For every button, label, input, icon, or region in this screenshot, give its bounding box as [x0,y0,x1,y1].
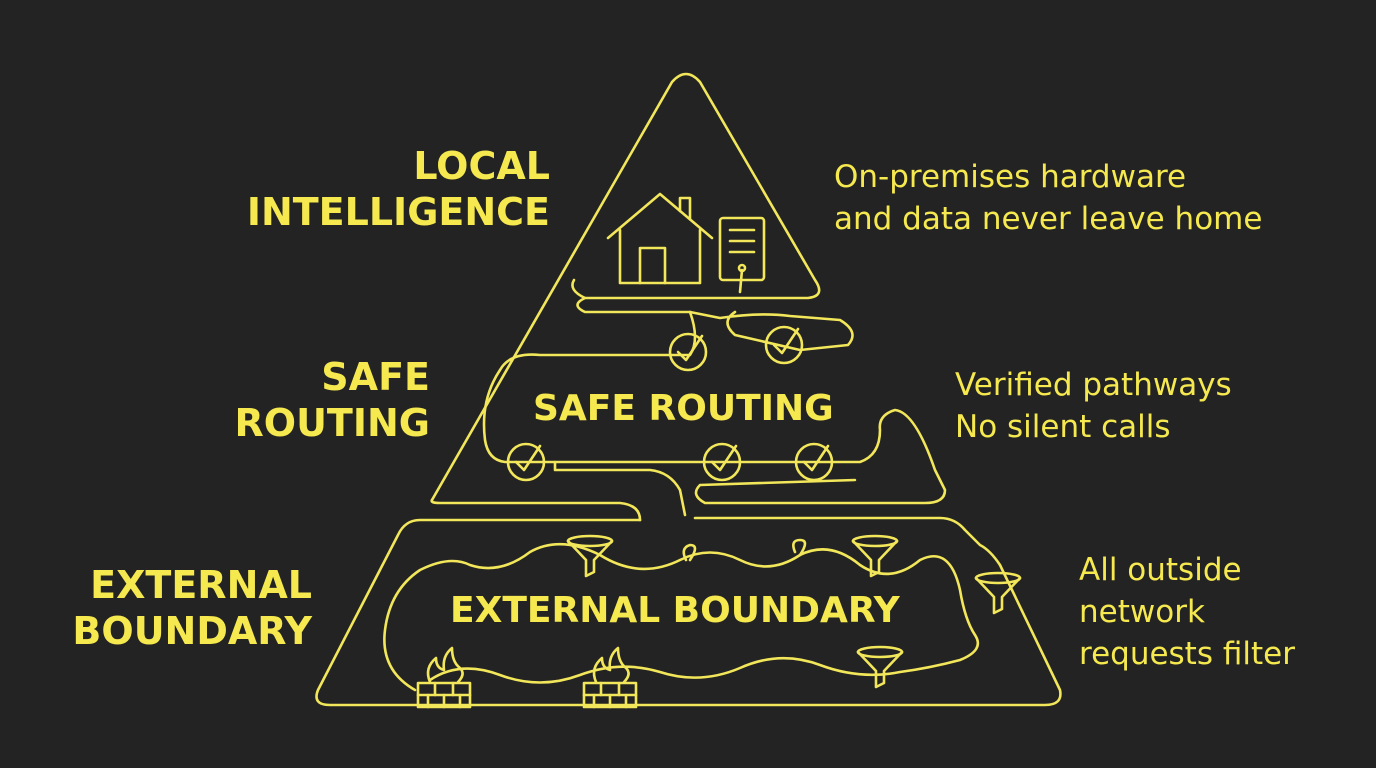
description-line: All outside [1079,552,1242,588]
tier-description-safe-routing: Verified pathways No silent calls [955,364,1232,448]
description-line: requests filter [1079,636,1295,672]
tier-label-local-intelligence: LOCAL INTELLIGENCE [247,143,550,235]
tier-description-external-boundary: All outside network requests filter [1079,549,1295,675]
checkmark-icon [668,332,708,372]
description-line: On-premises hardware [834,159,1187,195]
inner-label-safe-routing: SAFE ROUTING [533,388,834,429]
funnel-filter-icon [566,534,614,578]
pyramid-middle-left [430,498,642,522]
description-line: and data never leave home [834,201,1263,237]
checkmark-icon [794,442,834,482]
checkmark-icon [702,442,742,482]
tier-label-safe-routing: SAFE ROUTING [235,354,430,446]
pyramid-lower-outline [315,516,1062,707]
tier-label-line: ROUTING [234,401,430,445]
firewall-icon [582,646,638,709]
checkmark-icon [764,325,804,365]
server-icon [718,216,766,282]
safe-routing-inner-line [553,460,687,517]
safe-routing-path [482,310,947,505]
tier-label-line: EXTERNAL [90,563,312,607]
house-icon [606,192,714,285]
tier-label-line: LOCAL [413,144,550,188]
pyramid-top-outline [430,72,854,502]
tier-label-external-boundary: EXTERNAL BOUNDARY [72,562,312,654]
funnel-filter-icon [974,571,1022,615]
description-line: No silent calls [955,409,1171,445]
tier-label-line: BOUNDARY [72,609,312,653]
external-boundary-wave-2 [682,538,807,562]
funnel-filter-icon [851,534,899,578]
firewall-icon [416,646,472,709]
external-boundary-wave [383,542,980,692]
checkmark-icon [506,442,546,482]
description-line: network [1079,594,1205,630]
tier-description-local-intelligence: On-premises hardware and data never leav… [834,156,1262,240]
description-line: Verified pathways [955,367,1232,403]
funnel-filter-icon [856,645,904,689]
inner-label-external-boundary: EXTERNAL BOUNDARY [450,590,900,631]
tier-label-line: INTELLIGENCE [246,190,550,234]
tier-label-line: SAFE [321,355,430,399]
